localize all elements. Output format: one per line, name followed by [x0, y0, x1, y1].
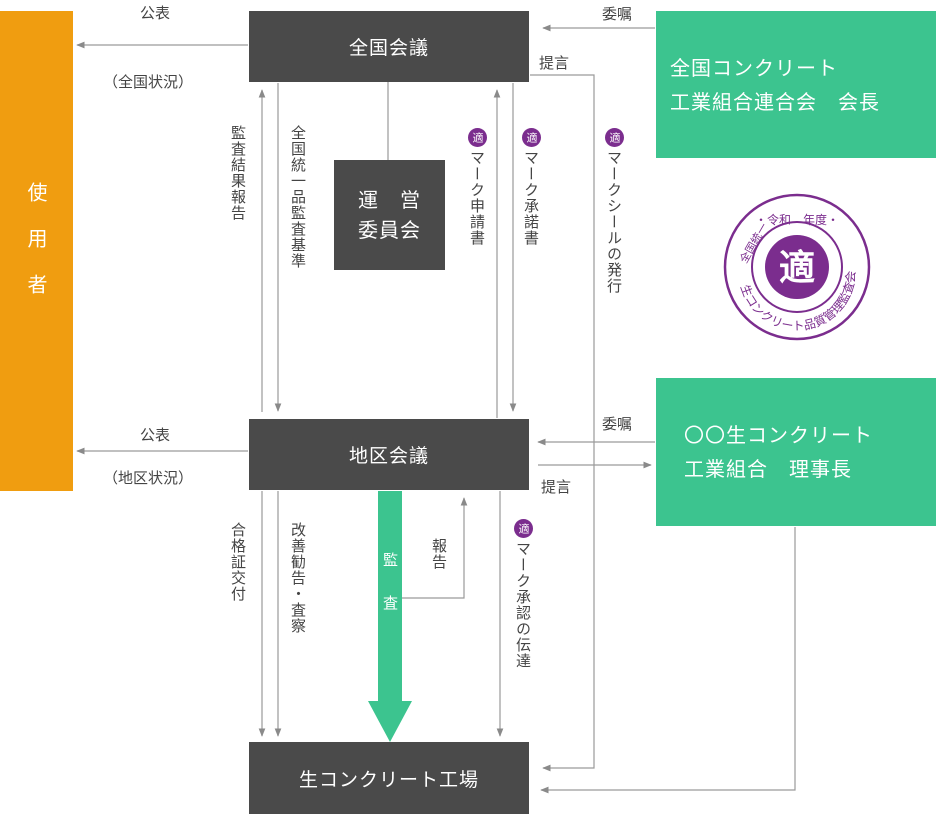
mark-approval-label: マーク承諾書	[522, 150, 540, 246]
audit-arrow	[368, 491, 412, 742]
approval-relay-label: マーク承認の伝達	[514, 541, 532, 669]
advice-inspect-label: 改善勧告・査察	[289, 522, 307, 634]
mark-seal-vlabel: 適マークシールの発行	[604, 128, 624, 294]
unified-standard-label: 全国統一品監査基準	[289, 125, 307, 269]
district-council-label: 地区会議	[348, 445, 429, 467]
publish-label-top: 公表	[140, 4, 171, 22]
national-status-label: （全国状況）	[103, 73, 194, 91]
federation-box: 全国コンクリート 工業組合連合会 会長	[656, 11, 936, 158]
federation-label-1: 全国コンクリート	[670, 55, 838, 80]
seal-center-text: 適	[779, 248, 815, 289]
union-box: 〇〇生コンクリート 工業組合 理事長	[656, 378, 936, 526]
mark-approval-vlabel: 適マーク承諾書	[521, 128, 541, 246]
district-council-box: 地区会議	[249, 419, 529, 490]
mark-badge-icon: 適	[522, 128, 541, 147]
user-label: 使用者	[24, 182, 48, 320]
entrust-label-top: 委嘱	[602, 5, 633, 23]
mark-badge-icon: 適	[605, 128, 624, 147]
user-box: 使用者	[0, 11, 73, 491]
steering-committee-box: 運 営 委員会	[334, 160, 445, 270]
national-council-label: 全国会議	[348, 37, 429, 59]
union-plant-arrow	[540, 527, 796, 794]
federation-label-2: 工業組合連合会 会長	[670, 89, 880, 114]
audit-label: 監査	[381, 552, 399, 638]
report-arrow	[402, 497, 468, 599]
proposal-label-mid: 提言	[541, 478, 572, 496]
seal-top-text: ・令和 年度・	[755, 212, 839, 227]
plant-box: 生コンクリート工場	[249, 742, 529, 814]
report-label: 報告	[430, 538, 448, 570]
union-label-2: 工業組合 理事長	[684, 457, 852, 481]
entrust-label-mid: 委嘱	[602, 415, 633, 433]
mark-application-vlabel: 適マーク申請書	[467, 128, 487, 246]
quality-seal-icon: 適 ・令和 年度・ 生コンクリート品質管理監査会議 全国統一	[722, 192, 871, 341]
steering-label-2: 委員会	[358, 218, 421, 242]
mark-badge-icon: 適	[468, 128, 487, 147]
proposal-label-top: 提言	[539, 54, 570, 72]
mark-badge-icon: 適	[514, 519, 533, 538]
mark-application-label: マーク申請書	[468, 150, 486, 246]
publish-label-mid: 公表	[140, 426, 171, 444]
steering-label-1: 運 営	[358, 188, 421, 212]
national-council-box: 全国会議	[249, 11, 529, 82]
plant-label: 生コンクリート工場	[298, 768, 479, 791]
seal-issue-line	[530, 74, 595, 772]
cert-issue-label: 合格証交付	[229, 522, 247, 602]
district-status-label: （地区状況）	[103, 469, 194, 487]
audit-report-label: 監査結果報告	[229, 125, 247, 221]
union-label-1: 〇〇生コンクリート	[684, 423, 873, 447]
mark-seal-label: マークシールの発行	[605, 150, 623, 294]
approval-relay-vlabel: 適マーク承認の伝達	[513, 519, 533, 669]
